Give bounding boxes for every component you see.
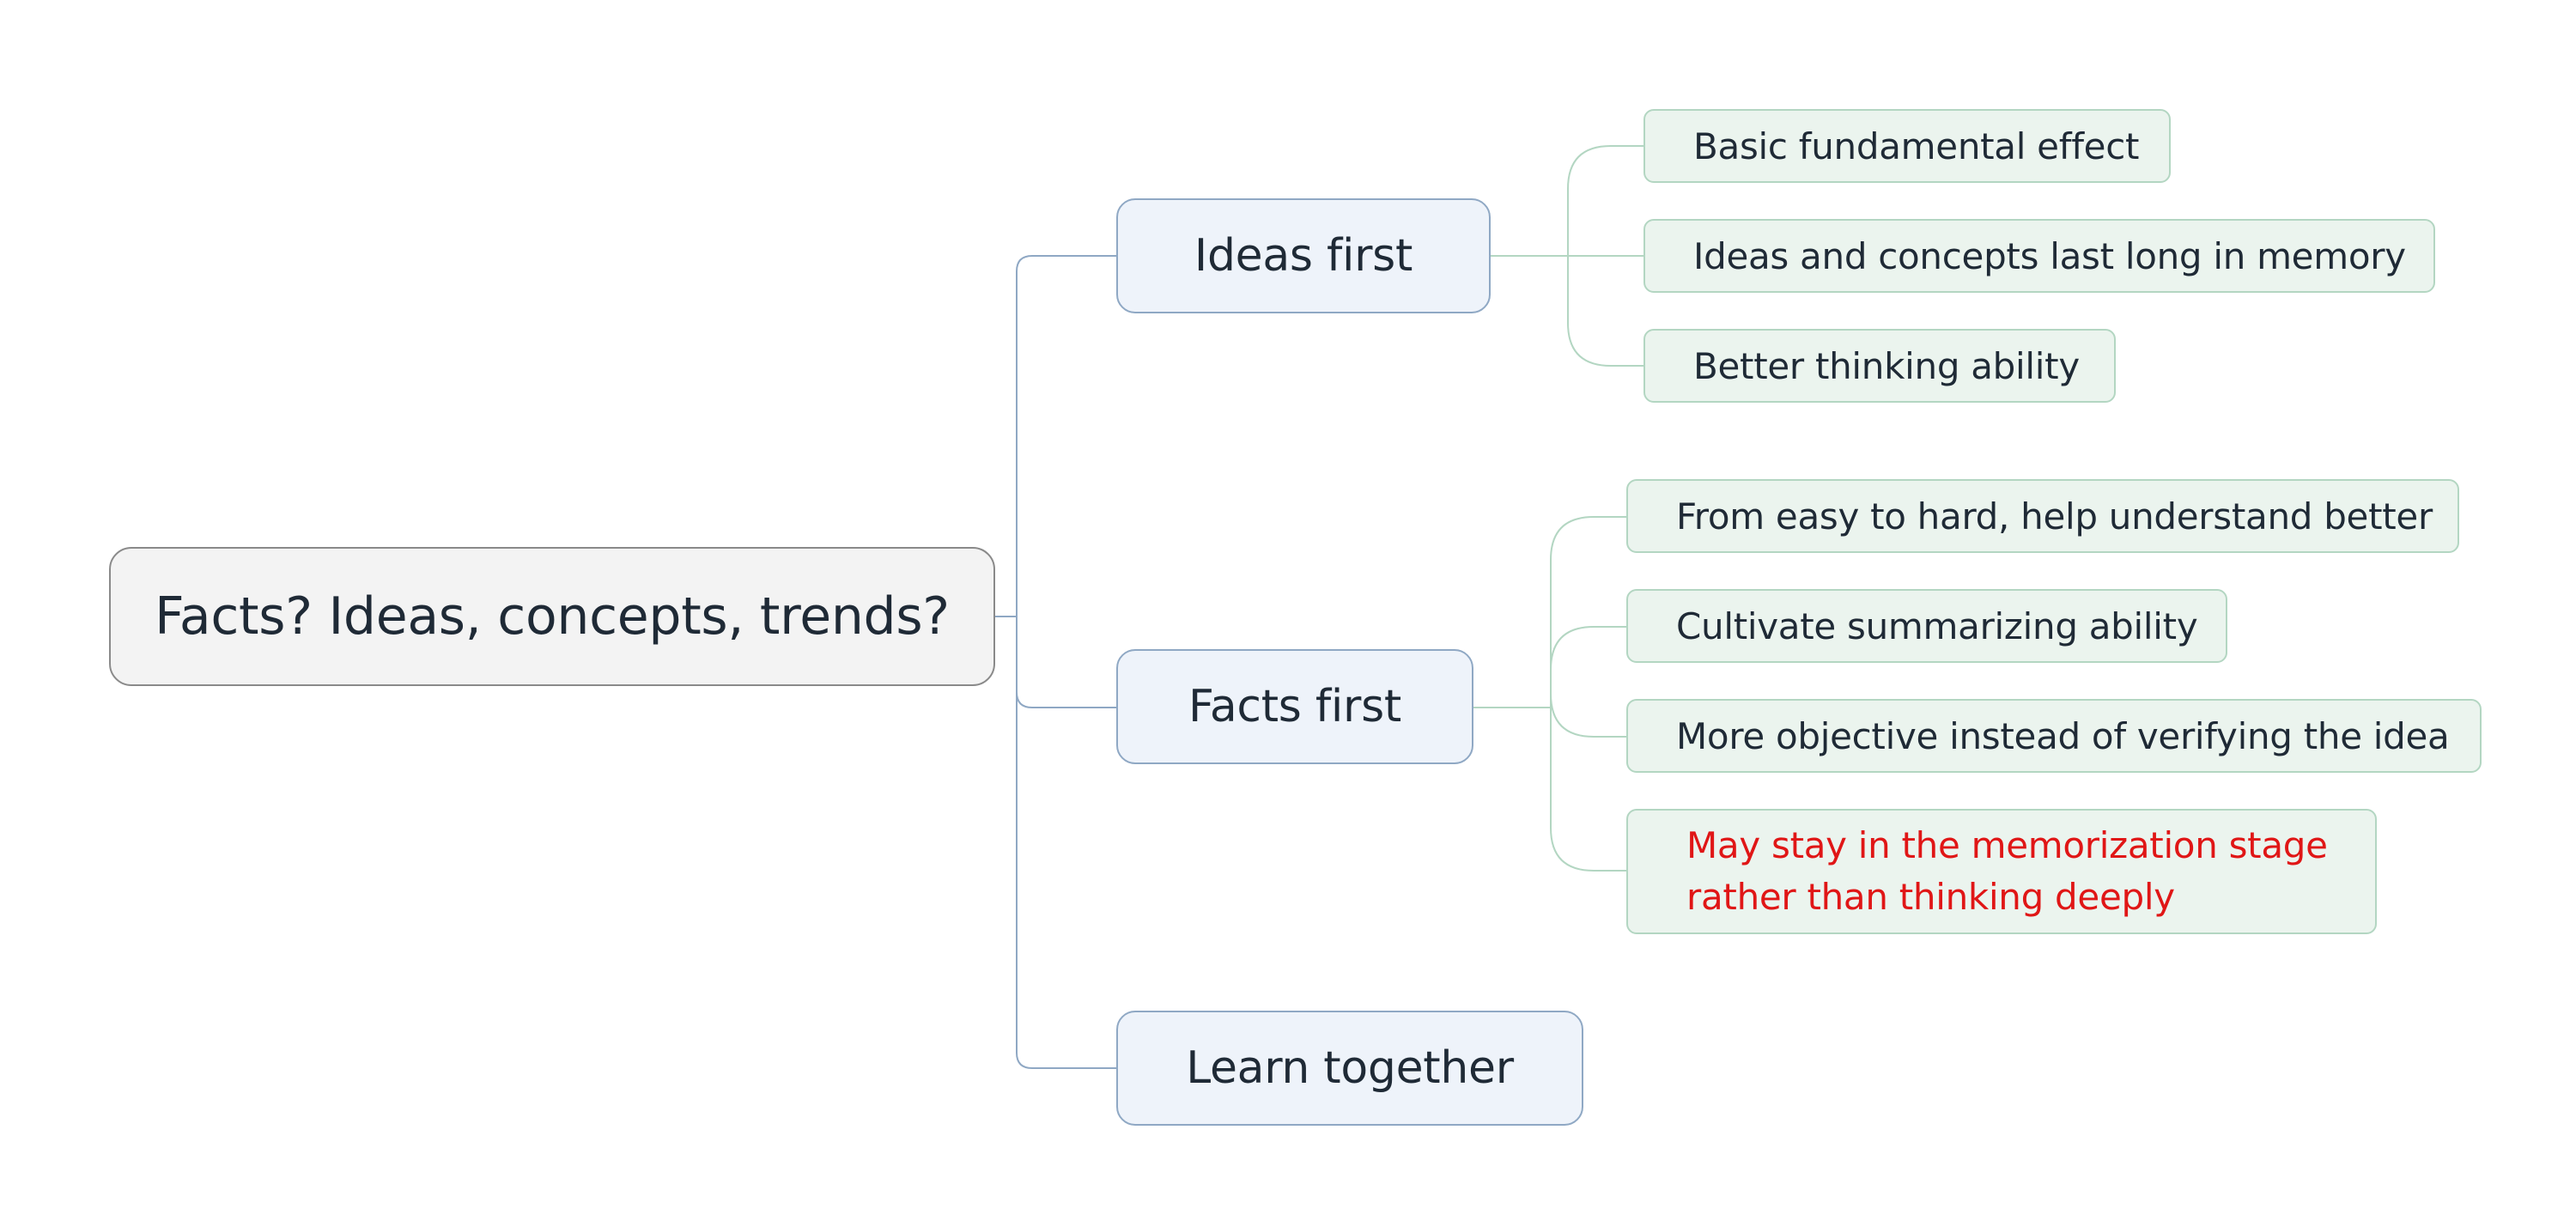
connector-facts-leaf-1 — [1550, 516, 1626, 708]
connector-ideas-leaf-1 — [1567, 145, 1643, 256]
leaf-label: More objective instead of verifying the … — [1676, 714, 2450, 757]
branch-ideas-first[interactable]: Ideas first — [1116, 198, 1491, 313]
connector-root-ideas — [1016, 255, 1118, 617]
leaf-better-thinking-ability[interactable]: Better thinking ability — [1643, 329, 2116, 403]
branch-learn-together[interactable]: Learn together — [1116, 1011, 1583, 1126]
leaf-ideas-concepts-memory[interactable]: Ideas and concepts last long in memory — [1643, 219, 2435, 293]
leaf-warning-line-2: rather than thinking deeply — [1686, 876, 2175, 918]
connector-root-facts — [1016, 617, 1118, 708]
connector-facts-leaf-2 — [1550, 626, 1626, 708]
leaf-warning-line-1: May stay in the memorization stage — [1686, 824, 2328, 866]
leaf-label: Better thinking ability — [1693, 344, 2080, 387]
branch-learn-together-label: Learn together — [1186, 1042, 1514, 1094]
leaf-label: Basic fundamental effect — [1693, 125, 2140, 167]
branch-facts-first-label: Facts first — [1188, 681, 1401, 732]
branch-facts-first[interactable]: Facts first — [1116, 649, 1473, 764]
leaf-label: From easy to hard, help understand bette… — [1676, 495, 2433, 538]
leaf-memorization-stage-warning[interactable]: May stay in the memorization stage rathe… — [1626, 809, 2377, 934]
leaf-more-objective[interactable]: More objective instead of verifying the … — [1626, 699, 2482, 773]
leaf-label: Cultivate summarizing ability — [1676, 604, 2198, 647]
branch-ideas-first-label: Ideas first — [1194, 230, 1413, 282]
leaf-basic-fundamental-effect[interactable]: Basic fundamental effect — [1643, 109, 2171, 183]
connector-ideas-leaf-3 — [1567, 256, 1643, 367]
connector-facts-leaf-4 — [1550, 708, 1626, 872]
leaf-warning-text: May stay in the memorization stage rathe… — [1686, 820, 2328, 923]
connector-root-learn — [1016, 692, 1118, 1069]
leaf-label: Ideas and concepts last long in memory — [1693, 234, 2406, 277]
connector-facts-leaf-3 — [1550, 693, 1626, 738]
root-topic-label: Facts? Ideas, concepts, trends? — [155, 586, 950, 647]
leaf-cultivate-summarizing[interactable]: Cultivate summarizing ability — [1626, 589, 2227, 663]
leaf-easy-to-hard[interactable]: From easy to hard, help understand bette… — [1626, 479, 2459, 553]
root-topic[interactable]: Facts? Ideas, concepts, trends? — [109, 547, 995, 686]
